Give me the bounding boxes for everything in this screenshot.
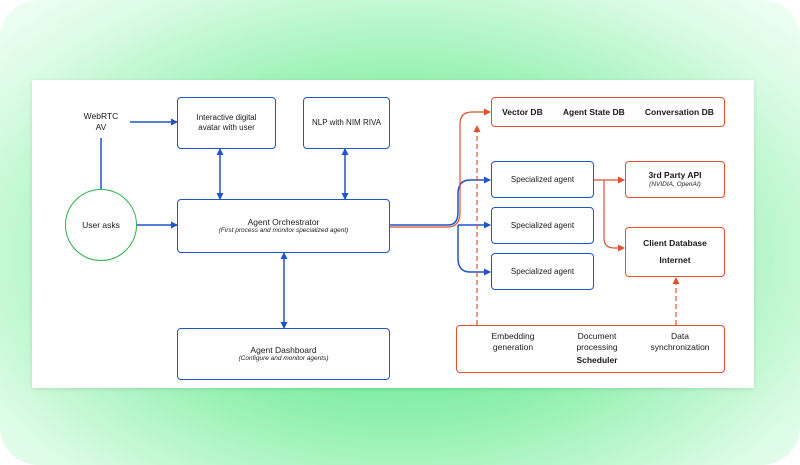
arrow-orch-to-agent-1 — [390, 176, 491, 226]
arrow-agent-to-client-db — [603, 180, 625, 252]
specialized-agent-2: Specialized agent — [491, 207, 594, 244]
conversation-db-label: Conversation DB — [644, 106, 714, 117]
third-party-api-node: 3rd Party API (NVIDIA, OpenAI) — [625, 161, 725, 198]
user-asks-node: User asks — [65, 189, 137, 261]
vector-db-label: Vector DB — [502, 106, 543, 117]
nlp-node: NLP with NIM RIVA — [303, 97, 390, 149]
embedding-generation-label: Embedding generation — [491, 331, 535, 352]
agent-orchestrator-node: Agent Orchestrator (First process and mo… — [177, 199, 390, 253]
agent-state-db-label: Agent State DB — [562, 106, 625, 117]
scheduler-pipeline-node — [456, 325, 725, 373]
line-orch-to-db — [390, 108, 491, 228]
specialized-agent-3: Specialized agent — [491, 253, 594, 290]
webrtc-label: WebRTC AV — [83, 111, 119, 132]
document-processing-label: Document processing — [576, 331, 618, 352]
databases-node: Vector DB Agent State DB Conversation DB — [491, 97, 725, 127]
agent-dashboard-node: Agent Dashboard (Configure and monitor a… — [177, 328, 390, 380]
avatar-node: Interactive digital avatar with user — [177, 97, 276, 149]
scheduler-label: Scheduler — [576, 355, 618, 365]
data-synchronization-label: Data synchronization — [650, 331, 710, 352]
arrow-orch-to-agent-3 — [457, 225, 491, 276]
client-database-node: Client Database Internet — [625, 227, 725, 277]
specialized-agent-1: Specialized agent — [491, 161, 594, 198]
